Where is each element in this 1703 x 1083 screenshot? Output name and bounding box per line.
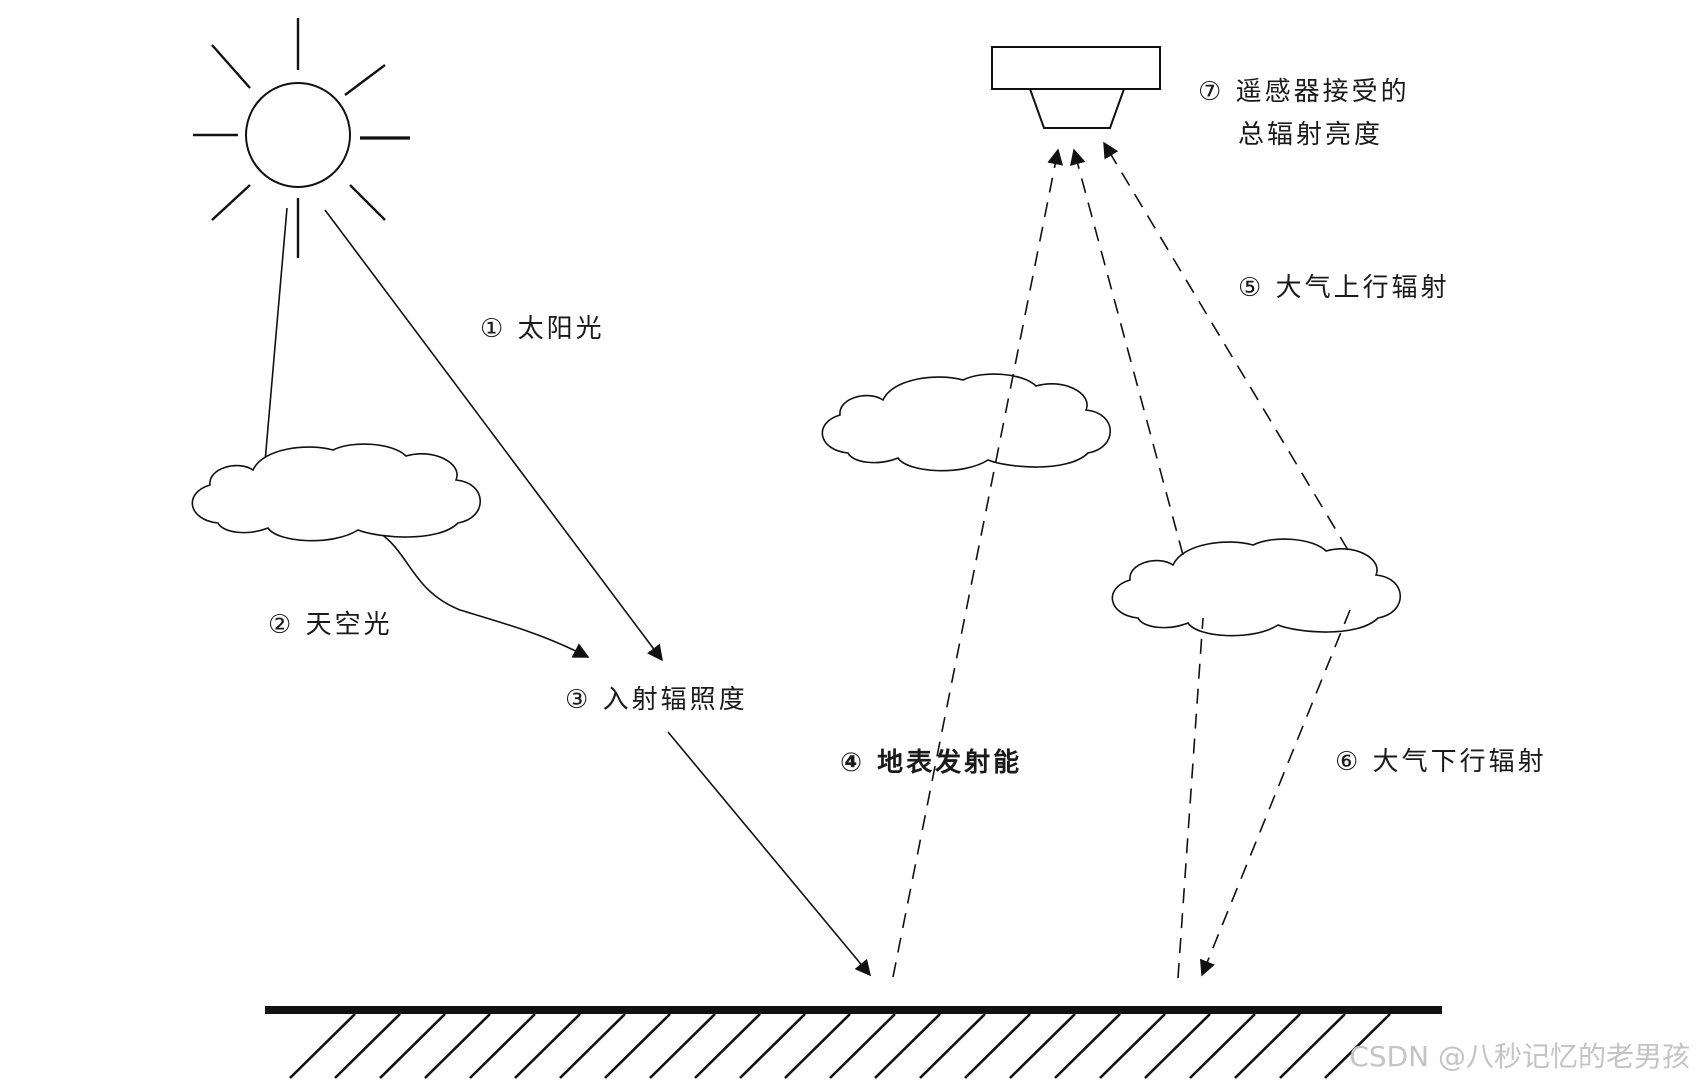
- label-downwelling-radiation: ⑥ 大气下行辐射: [1335, 747, 1547, 777]
- sun-icon: [193, 18, 410, 258]
- label-upwelling-radiation: ⑤ 大气上行辐射: [1238, 273, 1450, 303]
- cloud-icon: [822, 374, 1110, 471]
- label-incident-irradiance: ③ 入射辐照度: [565, 685, 748, 715]
- watermark: CSDN @八秒记忆的老男孩: [1349, 1040, 1690, 1073]
- cloud-icon: [192, 444, 480, 541]
- cloud-icon: [1112, 539, 1400, 636]
- reflected-lower-path: [1178, 618, 1203, 978]
- sensor-icon: [992, 47, 1160, 128]
- sunlight-arrow: [325, 210, 662, 660]
- downwelling-radiation-arrow: [1202, 610, 1350, 975]
- label-surface-emission: ④ 地表发射能: [840, 747, 1022, 778]
- label-sensor-radiance-line2: 总辐射亮度: [1238, 120, 1383, 150]
- surface-emission-arrow: [893, 150, 1058, 977]
- reflected-upper-arrow: [1074, 150, 1183, 555]
- label-sunlight: ① 太阳光: [480, 314, 605, 344]
- ground-icon: [265, 1010, 1442, 1078]
- skylight-arrow: [375, 530, 588, 657]
- sun-to-cloud-line: [265, 208, 287, 462]
- label-sensor-radiance-line1: ⑦ 遥感器接受的: [1198, 77, 1410, 107]
- label-skylight: ② 天空光: [268, 610, 393, 640]
- upwelling-radiation-arrow: [1104, 143, 1348, 550]
